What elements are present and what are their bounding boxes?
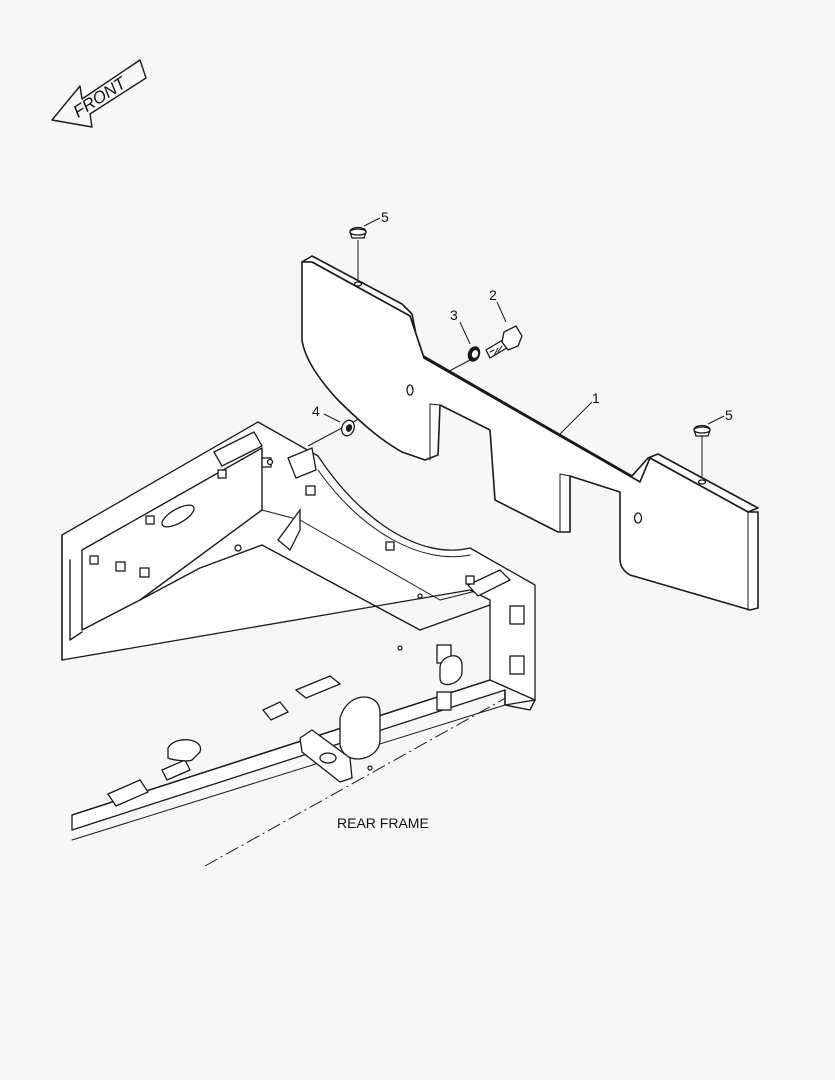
bolt-icon bbox=[485, 325, 523, 359]
frame-inner-wall-left bbox=[81, 447, 263, 631]
plate-hole-right bbox=[633, 512, 643, 524]
frame-curve-cutout bbox=[317, 469, 471, 558]
frame-inner-floor bbox=[139, 544, 491, 631]
frame-ring bbox=[167, 739, 201, 762]
rear-frame bbox=[61, 421, 536, 867]
cap-left-icon bbox=[349, 226, 367, 239]
washer-outer-icon bbox=[467, 346, 481, 362]
front-label: FRONT bbox=[70, 73, 131, 122]
frame-lugs bbox=[89, 431, 525, 807]
washer-inner-icon bbox=[341, 419, 355, 437]
plate-cap-hole-left bbox=[353, 281, 363, 287]
frame-left-end bbox=[61, 534, 83, 661]
callout-washer-inner: 4 bbox=[312, 403, 320, 419]
frame-inner-edge bbox=[261, 509, 481, 601]
frame-side-lower bbox=[71, 704, 506, 841]
callout-cap-left: 5 bbox=[381, 209, 389, 225]
callout-washer-outer: 3 bbox=[450, 307, 458, 323]
frame-top-rail bbox=[61, 421, 536, 831]
frame-opening-large bbox=[339, 696, 381, 760]
frame-slot-upper bbox=[161, 504, 195, 528]
frame-centerline bbox=[204, 689, 521, 867]
frame-side-face bbox=[71, 679, 536, 816]
frame-hole bbox=[234, 544, 242, 552]
frame-slot-side bbox=[439, 655, 463, 686]
diagram-caption: REAR FRAME bbox=[337, 815, 429, 831]
callout-bolt: 2 bbox=[489, 287, 497, 303]
plate-hole-left bbox=[406, 384, 414, 396]
cap-right-icon bbox=[693, 424, 711, 437]
plate-notch-left bbox=[429, 403, 441, 461]
callout-plate: 1 bbox=[592, 390, 600, 406]
plate-notch-right bbox=[559, 473, 571, 533]
counterweight-plate bbox=[301, 255, 759, 611]
frame-end-plate bbox=[504, 689, 536, 711]
frame-gusset bbox=[277, 508, 301, 552]
front-arrow-icon: FRONT bbox=[51, 59, 147, 128]
plate-cap-hole-right bbox=[697, 479, 707, 485]
callout-cap-right: 5 bbox=[725, 407, 733, 423]
frame-bracket-hole bbox=[319, 752, 337, 764]
